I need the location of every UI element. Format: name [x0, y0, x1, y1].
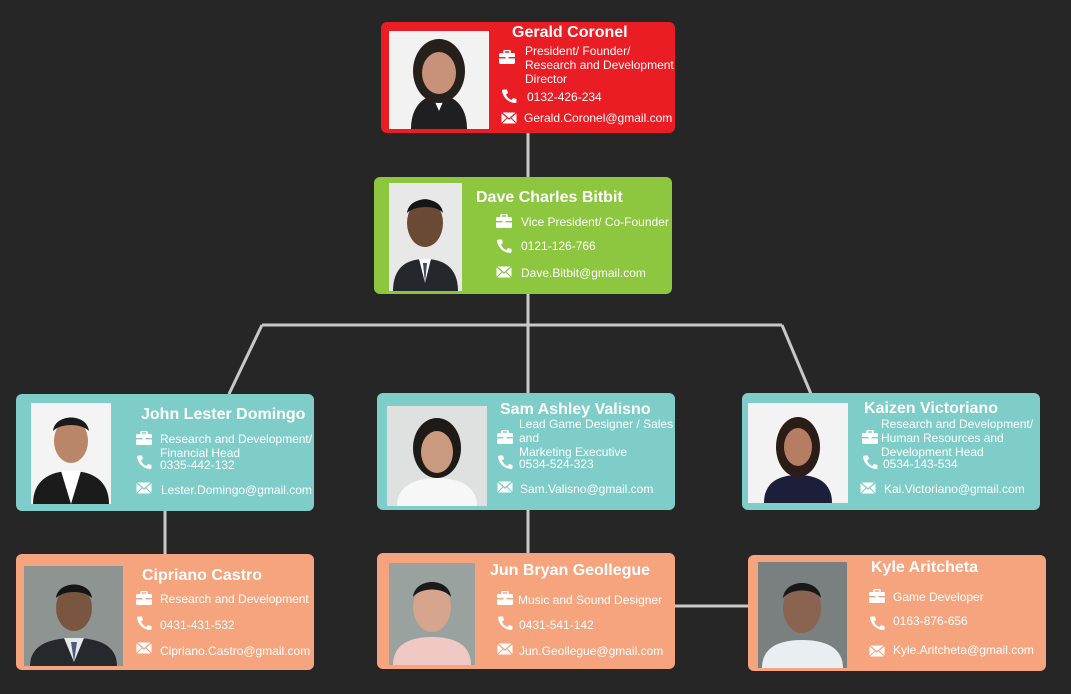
- envelope-icon: [136, 641, 152, 655]
- briefcase-icon: [497, 591, 513, 605]
- role-line: Music and Sound Designer: [518, 593, 663, 607]
- member-phone: 0534-143-534: [883, 457, 958, 471]
- member-name: Cipriano Castro: [142, 567, 263, 584]
- member-card-cipriano: Cipriano Castro Research and Development…: [16, 554, 314, 670]
- member-photo-kaizen: [748, 403, 848, 503]
- member-role: Research and Development/ Human Resource…: [881, 417, 1039, 459]
- member-phone: 0534-524-323: [519, 457, 594, 471]
- member-email[interactable]: Dave.Bitbit@gmail.com: [521, 266, 646, 280]
- member-photo-sam: [387, 406, 487, 506]
- member-name: Dave Charles Bitbit: [476, 189, 623, 206]
- role-line: Research and Development/: [160, 432, 313, 446]
- connector-to-kaizen: [780, 324, 813, 395]
- member-name: Sam Ashley Valisno: [500, 401, 651, 418]
- briefcase-icon: [136, 591, 152, 605]
- role-line: and: [519, 431, 540, 445]
- member-email[interactable]: Lester.Domingo@gmail.com: [161, 483, 312, 497]
- member-phone: 0431-431-532: [160, 618, 235, 632]
- member-phone: 0163-876-656: [893, 614, 968, 628]
- member-name: John Lester Domingo: [141, 406, 306, 423]
- member-role: Research and Development: [160, 592, 309, 606]
- member-phone: 0431-541-142: [519, 618, 594, 632]
- role-line: Director: [525, 72, 568, 86]
- envelope-icon: [869, 644, 885, 658]
- phone-icon: [136, 616, 152, 630]
- phone-icon: [497, 616, 513, 630]
- member-card-dave: Dave Charles Bitbit Vice President/ Co-F…: [374, 177, 672, 294]
- member-phone: 0132-426-234: [527, 90, 602, 104]
- phone-icon: [862, 455, 878, 469]
- member-email[interactable]: Jun.Geollegue@gmail.com: [519, 644, 664, 658]
- member-name: Gerald Coronel: [512, 24, 628, 41]
- briefcase-icon: [497, 430, 513, 444]
- member-photo-kyle: [758, 562, 847, 668]
- member-photo-gerald: [389, 31, 489, 129]
- member-photo-cipriano: [24, 566, 123, 666]
- member-name: Kaizen Victoriano: [864, 400, 998, 417]
- phone-icon: [136, 455, 152, 469]
- member-card-gerald: Gerald Coronel President/ Founder/ Resea…: [381, 22, 675, 133]
- phone-icon: [497, 455, 513, 469]
- member-card-kyle: Kyle Aritcheta Game Developer 0163-876-6…: [748, 555, 1046, 671]
- member-role: Game Developer: [893, 590, 984, 604]
- member-role: Music and Sound Designer: [518, 593, 662, 607]
- member-email[interactable]: Gerald.Coronel@gmail.com: [524, 111, 673, 125]
- phone-icon: [869, 616, 885, 630]
- role-line: Lead Game Designer / Sales: [519, 417, 674, 431]
- member-photo-dave: [389, 183, 462, 291]
- member-email[interactable]: Kai.Victoriano@gmail.com: [884, 482, 1025, 496]
- envelope-icon: [501, 111, 517, 125]
- phone-icon: [501, 89, 517, 103]
- member-email[interactable]: Sam.Valisno@gmail.com: [520, 482, 654, 496]
- member-role: Research and Development/ Financial Head: [160, 432, 314, 460]
- member-role: Lead Game Designer / Sales and Marketing…: [519, 417, 675, 459]
- member-phone: 0335-442-132: [160, 458, 235, 472]
- role-line: Research and Development: [525, 58, 674, 72]
- envelope-icon: [136, 481, 152, 495]
- role-line: Vice President/ Co-Founder: [521, 215, 669, 229]
- member-card-sam: Sam Ashley Valisno Lead Game Designer / …: [377, 393, 675, 510]
- member-phone: 0121-126-766: [521, 239, 596, 253]
- briefcase-icon: [136, 431, 152, 445]
- envelope-icon: [860, 481, 876, 495]
- role-line: Research and Development/: [881, 417, 1034, 431]
- member-role: President/ Founder/ Research and Develop…: [525, 44, 675, 86]
- member-photo-john: [31, 403, 111, 504]
- role-line: Game Developer: [893, 590, 984, 604]
- member-email[interactable]: Cipriano.Castro@gmail.com: [160, 644, 311, 658]
- role-line: Research and Development: [160, 592, 309, 606]
- briefcase-icon: [869, 589, 885, 603]
- member-name: Kyle Aritcheta: [871, 559, 978, 576]
- connector-to-john: [227, 324, 264, 395]
- phone-icon: [496, 239, 512, 253]
- envelope-icon: [497, 642, 513, 656]
- role-line: Financial Head: [160, 446, 241, 460]
- role-line: Development Head: [881, 445, 984, 459]
- member-card-john: John Lester Domingo Research and Develop…: [16, 394, 314, 511]
- member-card-kaizen: Kaizen Victoriano Research and Developme…: [742, 393, 1040, 510]
- role-line: Human Resources and: [881, 431, 1004, 445]
- envelope-icon: [497, 480, 513, 494]
- role-line: Marketing Executive: [519, 445, 628, 459]
- briefcase-icon: [862, 430, 878, 444]
- member-role: Vice President/ Co-Founder: [521, 215, 669, 229]
- briefcase-icon: [499, 50, 515, 64]
- envelope-icon: [496, 265, 512, 279]
- member-email[interactable]: Kyle.Aritcheta@gmail.com: [893, 643, 1034, 657]
- member-card-jun: Jun Bryan Geollegue Music and Sound Desi…: [377, 553, 675, 669]
- briefcase-icon: [496, 214, 512, 228]
- member-photo-jun: [389, 563, 475, 665]
- role-line: President/ Founder/: [525, 44, 631, 58]
- member-name: Jun Bryan Geollegue: [490, 562, 651, 579]
